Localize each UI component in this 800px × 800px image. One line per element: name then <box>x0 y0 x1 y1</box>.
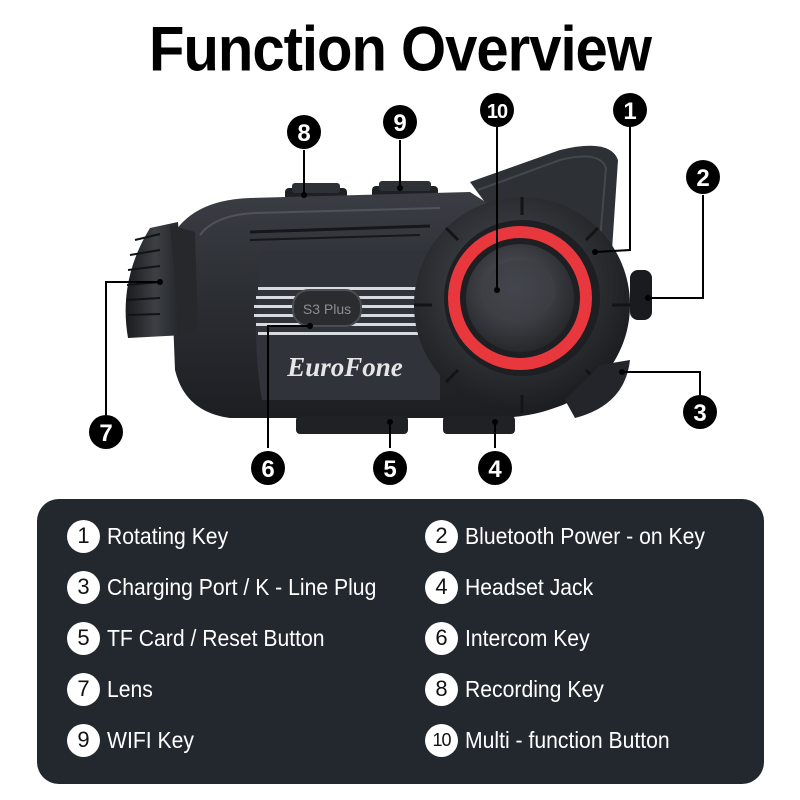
legend-label: Charging Port / K - Line Plug <box>107 573 377 600</box>
callout-5: 5 <box>373 451 407 485</box>
svg-text:8: 8 <box>297 120 310 147</box>
legend-badge: 6 <box>425 621 458 655</box>
legend-item-10: 10 Multi - function Button <box>425 723 687 757</box>
callout-4: 4 <box>478 451 512 485</box>
legend-item-3: 3 Charging Port / K - Line Plug <box>67 570 400 604</box>
svg-text:9: 9 <box>393 110 406 137</box>
legend-item-2: 2 Bluetooth Power - on Key <box>425 519 726 553</box>
brand-logo: EuroFone <box>286 352 403 382</box>
intercom-key <box>292 289 362 327</box>
legend-badge: 5 <box>67 621 100 655</box>
legend-label: Headset Jack <box>465 573 594 600</box>
bluetooth-power-key <box>630 270 652 320</box>
page-title: Function Overview <box>149 14 652 85</box>
callout-8: 8 <box>287 115 321 149</box>
callout-1: 1 <box>613 93 647 127</box>
legend-item-9: 9 WIFI Key <box>67 723 202 757</box>
legend-label: Recording Key <box>465 675 604 702</box>
legend-panel: 1 Rotating Key 2 Bluetooth Power - on Ke… <box>37 499 764 784</box>
svg-text:5: 5 <box>383 456 396 483</box>
lens <box>125 222 185 338</box>
callout-2: 2 <box>686 160 720 194</box>
legend-badge: 3 <box>67 570 100 604</box>
accent-ring <box>448 226 592 370</box>
tf-card-slot <box>296 416 408 434</box>
legend-item-5: 5 TF Card / Reset Button <box>67 621 343 655</box>
svg-text:2: 2 <box>696 165 709 192</box>
legend-label: WIFI Key <box>107 726 194 753</box>
svg-text:6: 6 <box>261 456 274 483</box>
legend-item-1: 1 Rotating Key <box>67 519 239 553</box>
callout-6: 6 <box>251 451 285 485</box>
legend-label: TF Card / Reset Button <box>107 624 325 651</box>
legend-item-6: 6 Intercom Key <box>425 621 601 655</box>
legend-label: Rotating Key <box>107 522 229 549</box>
charging-port <box>565 360 630 418</box>
legend-badge: 8 <box>425 672 458 706</box>
svg-text:7: 7 <box>99 420 112 447</box>
legend-item-4: 4 Headset Jack <box>425 570 604 604</box>
legend-badge: 4 <box>425 570 458 604</box>
svg-text:10: 10 <box>487 101 508 123</box>
legend-label: Intercom Key <box>465 624 590 651</box>
callout-7: 7 <box>89 415 123 449</box>
legend-label: Multi - function Button <box>465 726 670 753</box>
legend-badge: 9 <box>67 723 100 757</box>
callout-9: 9 <box>383 105 417 139</box>
legend-item-8: 8 Recording Key <box>425 672 616 706</box>
device-diagram: S3 Plus EuroFone <box>89 93 720 485</box>
legend-badge: 10 <box>425 723 458 757</box>
svg-text:1: 1 <box>623 98 636 125</box>
legend-badge: 1 <box>67 519 100 553</box>
legend-badge: 7 <box>67 672 100 706</box>
svg-text:3: 3 <box>693 400 706 427</box>
model-label: S3 Plus <box>303 301 351 317</box>
legend-label: Lens <box>107 675 153 702</box>
headset-jack <box>443 416 515 434</box>
callout-10: 10 <box>480 93 514 127</box>
legend-label: Bluetooth Power - on Key <box>465 522 705 549</box>
callout-3: 3 <box>683 395 717 429</box>
legend-item-7: 7 Lens <box>67 672 157 706</box>
leader-lines <box>105 124 704 448</box>
legend-badge: 2 <box>425 519 458 553</box>
svg-text:4: 4 <box>488 456 502 483</box>
